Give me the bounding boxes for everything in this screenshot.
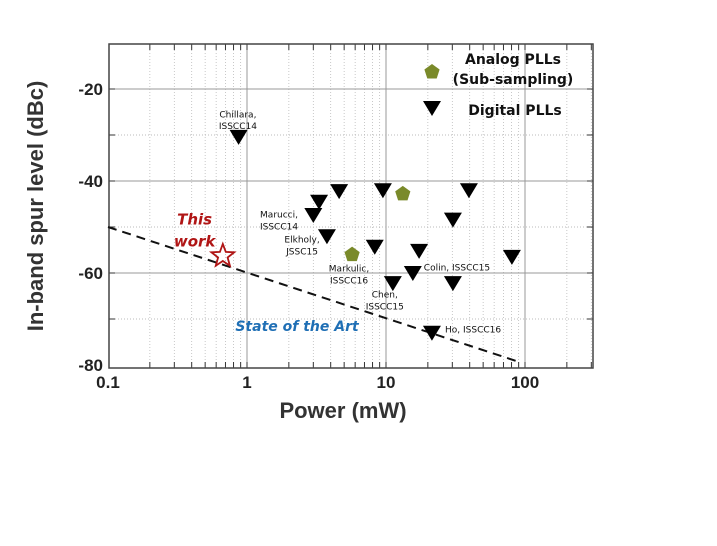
annotation-label: ISSCC16 [330,276,368,286]
plot-frame [108,43,594,369]
digital-pll-point [383,276,402,292]
legend-analog-sublabel: (Sub-sampling) [453,72,574,88]
annotation-label: Marucci, [260,211,298,221]
legend-analog-marker [424,64,440,79]
x-tick-label: 1 [242,373,251,392]
legend: Analog PLLs (Sub-sampling) Digital PLLs [423,52,573,119]
analog-pll-point [344,246,360,262]
digital-pll-point [304,208,323,224]
digital-pll-point [330,184,349,200]
digital-pll-point [229,129,248,145]
digital-pll-point [317,229,336,245]
digital-pll-point [459,183,478,199]
annotation-label: This [177,211,212,229]
y-axis-label: In-band spur level (dBc) [23,81,48,332]
y-tick-label: -60 [78,264,103,283]
legend-analog-label: Analog PLLs [465,52,561,68]
digital-pll-point [373,183,392,199]
annotation-label: work [174,233,217,251]
digital-pll-point [403,266,422,281]
y-tick-label: -40 [78,172,103,191]
legend-digital-marker [423,101,441,116]
state-of-the-art-line [107,226,519,363]
annotation-label: ISSCC14 [219,122,257,132]
this-work-star [208,241,237,268]
digital-pll-point [365,239,384,255]
digital-pll-point [310,194,329,210]
annotation-label: ISSCC15 [366,303,404,313]
x-tick-label: 100 [511,373,539,392]
annotation-label: JSSC15 [285,247,318,257]
annotation-label: Markulic, [329,264,369,274]
annotation-label: ISSCC14 [260,223,298,233]
digital-pll-point [443,276,462,292]
annotation-label: Colin, ISSCC15 [424,263,490,273]
annotation-label: Ho, ISSCC16 [445,326,501,336]
digital-pll-point [410,243,429,259]
y-tick-label: -20 [78,80,103,99]
annotation-label: Elkholy, [284,235,319,245]
annotation-label: Chillara, [219,110,256,120]
y-tick-label: -80 [78,356,103,375]
x-tick-label: 10 [377,373,396,392]
legend-digital-label: Digital PLLs [468,103,562,119]
digital-pll-point [422,325,441,341]
digital-pll-point [502,249,521,265]
digital-pll-point [443,212,462,228]
analog-pll-point [395,185,411,201]
annotation-label: State of the Art [235,319,360,335]
x-tick-label: 0.1 [96,373,120,392]
annotation-label: Chen, [372,291,398,301]
x-axis-label: Power (mW) [279,398,406,423]
